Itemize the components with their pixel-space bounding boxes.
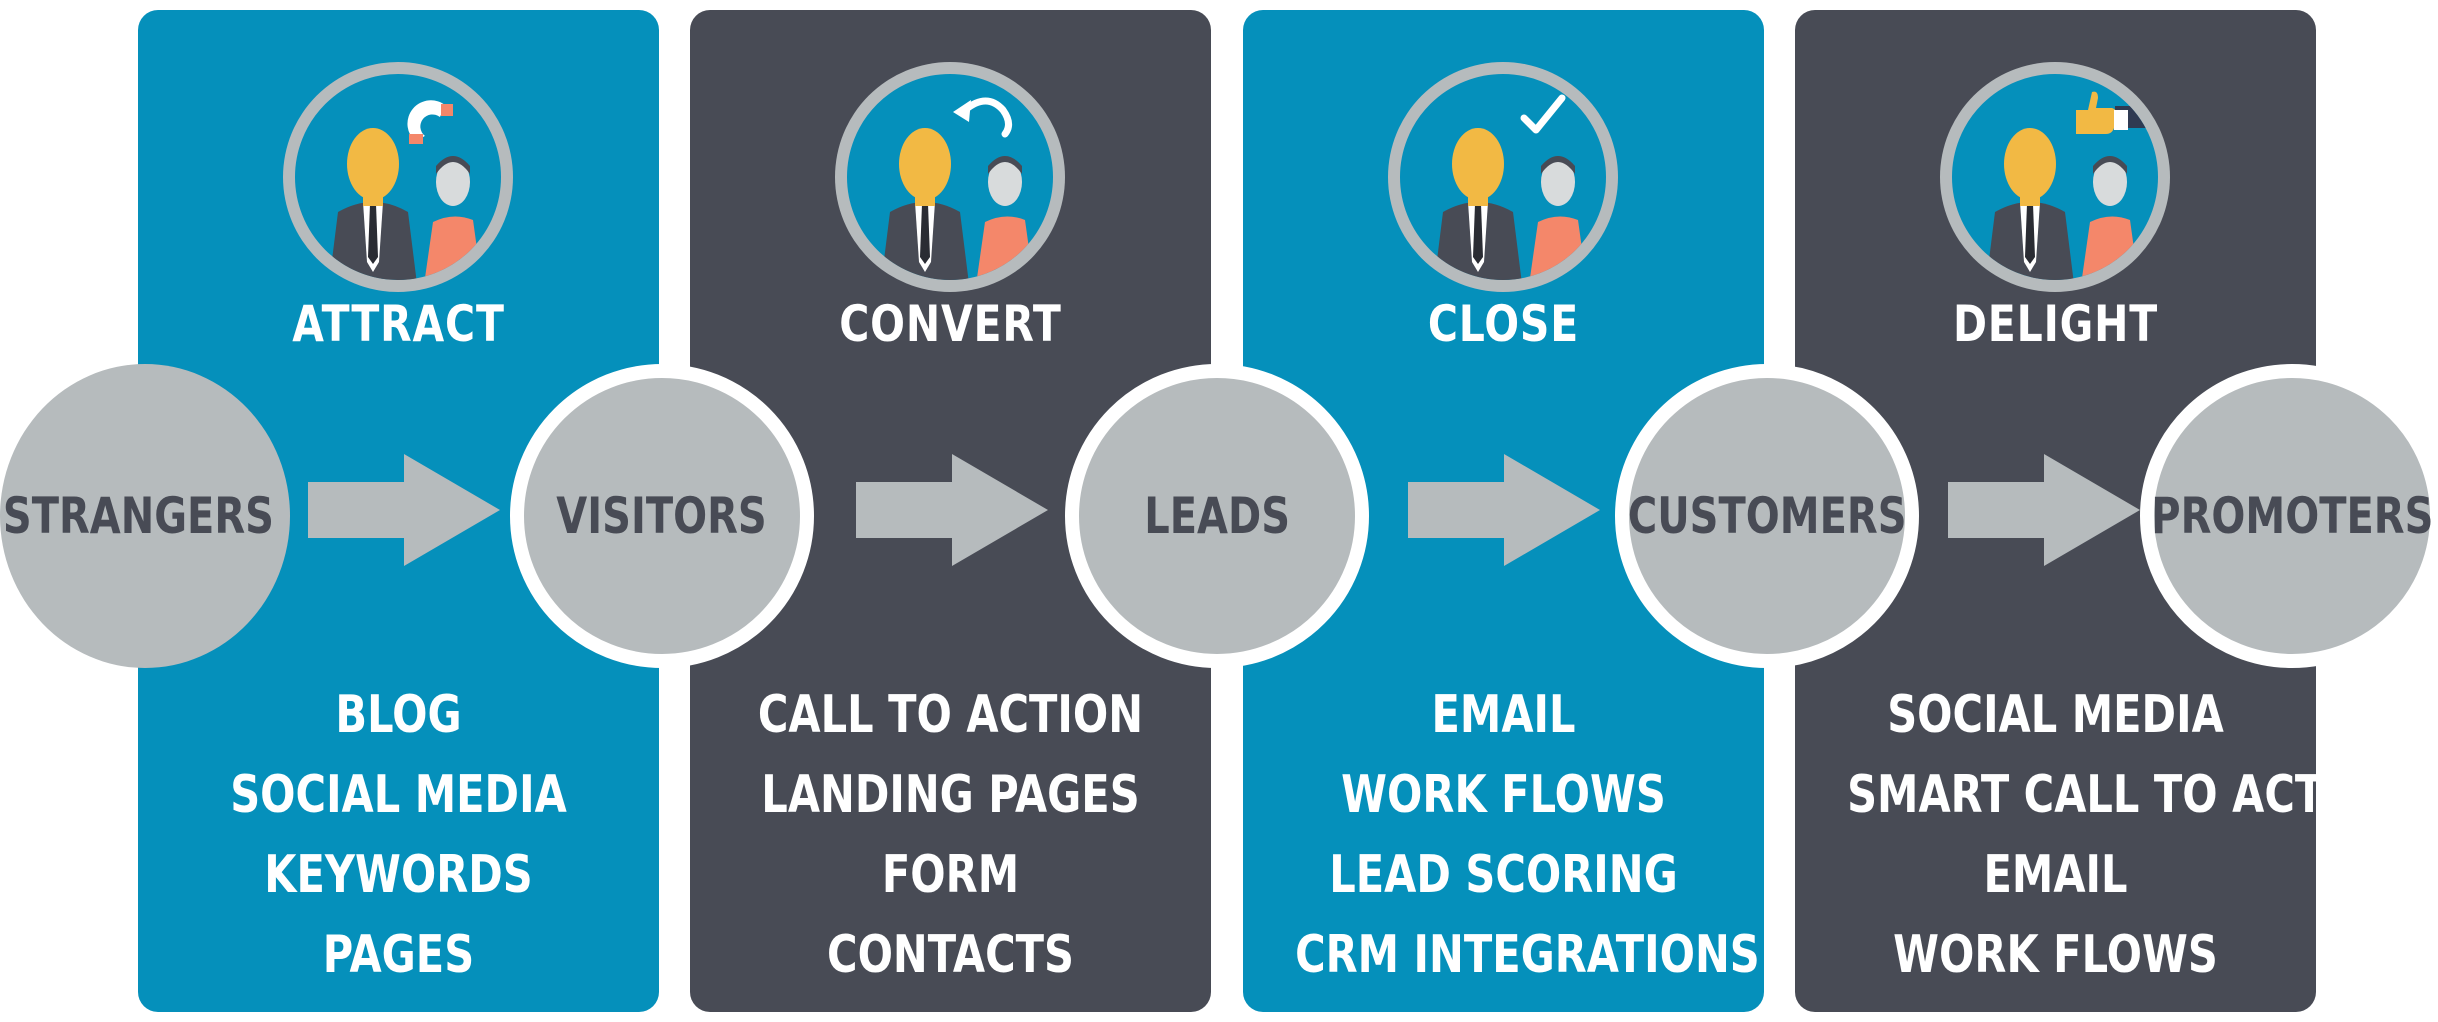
thumbs-up-icon (2076, 91, 2128, 134)
audience-label: LEADS (1144, 487, 1290, 545)
audience-label: CUSTOMERS (1627, 487, 1907, 545)
audience-circle-leads: LEADS (1065, 364, 1369, 668)
right-arrow-icon (1948, 454, 2140, 566)
tactic-item: PAGES (322, 925, 475, 985)
audience-label: VISITORS (556, 487, 768, 545)
business-people-icon (1942, 64, 2168, 290)
attract-badge (283, 62, 513, 292)
business-people-icon (837, 64, 1063, 290)
audience-circle-visitors: VISITORS (510, 364, 814, 668)
tactic-item: FORM (881, 845, 1020, 905)
stage-title-delight: DELIGHT (1952, 295, 2159, 353)
right-arrow-icon (308, 454, 500, 566)
tactic-item: LEAD SCORING (1329, 845, 1678, 905)
tactic-item: SOCIAL MEDIA (1887, 685, 2224, 745)
tactic-item: CALL TO ACTION (757, 685, 1144, 745)
tactics-list-attract: BLOG SOCIAL MEDIA KEYWORDS PAGES (138, 675, 659, 995)
tactic-item: SOCIAL MEDIA (230, 765, 567, 825)
magnet-icon (407, 100, 453, 144)
tactic-item: EMAIL (1983, 845, 2128, 905)
delight-badge (1940, 62, 2170, 292)
audience-circle-strangers: STRANGERS (0, 364, 290, 668)
tactics-list-convert: CALL TO ACTION LANDING PAGES FORM CONTAC… (690, 675, 1211, 995)
tactic-item: WORK FLOWS (1893, 925, 2218, 985)
audience-circle-customers: CUSTOMERS (1615, 364, 1919, 668)
audience-circle-promoters: PROMOTERS (2140, 364, 2438, 668)
stage-title-close: CLOSE (1427, 295, 1580, 353)
tactic-item: KEYWORDS (264, 845, 533, 905)
curved-arrow-icon (953, 97, 1012, 138)
business-people-icon (285, 64, 511, 290)
checkmark-icon (1520, 94, 1566, 134)
audience-label: STRANGERS (2, 487, 274, 545)
stage-title-attract: ATTRACT (292, 295, 505, 353)
tactics-list-delight: SOCIAL MEDIA SMART CALL TO ACTION EMAIL … (1795, 675, 2409, 995)
tactic-item: WORK FLOWS (1341, 765, 1666, 825)
tactic-item: CRM INTEGRATIONS (1295, 925, 1760, 985)
close-badge (1388, 62, 1618, 292)
audience-label: PROMOTERS (2150, 487, 2434, 545)
tactic-item: BLOG (335, 685, 462, 745)
business-people-icon (1390, 64, 1616, 290)
stage-panel-delight: DELIGHT SOCIAL MEDIA SMART CALL TO ACTIO… (1795, 10, 2409, 1012)
stage-title-convert: CONVERT (839, 295, 1062, 353)
tactic-item: EMAIL (1431, 685, 1576, 745)
convert-badge (835, 62, 1065, 292)
right-arrow-icon (856, 454, 1048, 566)
tactics-list-close: EMAIL WORK FLOWS LEAD SCORING CRM INTEGR… (1243, 675, 1764, 995)
right-arrow-icon (1408, 454, 1600, 566)
tactic-item: CONTACTS (827, 925, 1074, 985)
tactic-item: SMART CALL TO ACTION (1847, 765, 2409, 825)
tactic-item: LANDING PAGES (761, 765, 1140, 825)
